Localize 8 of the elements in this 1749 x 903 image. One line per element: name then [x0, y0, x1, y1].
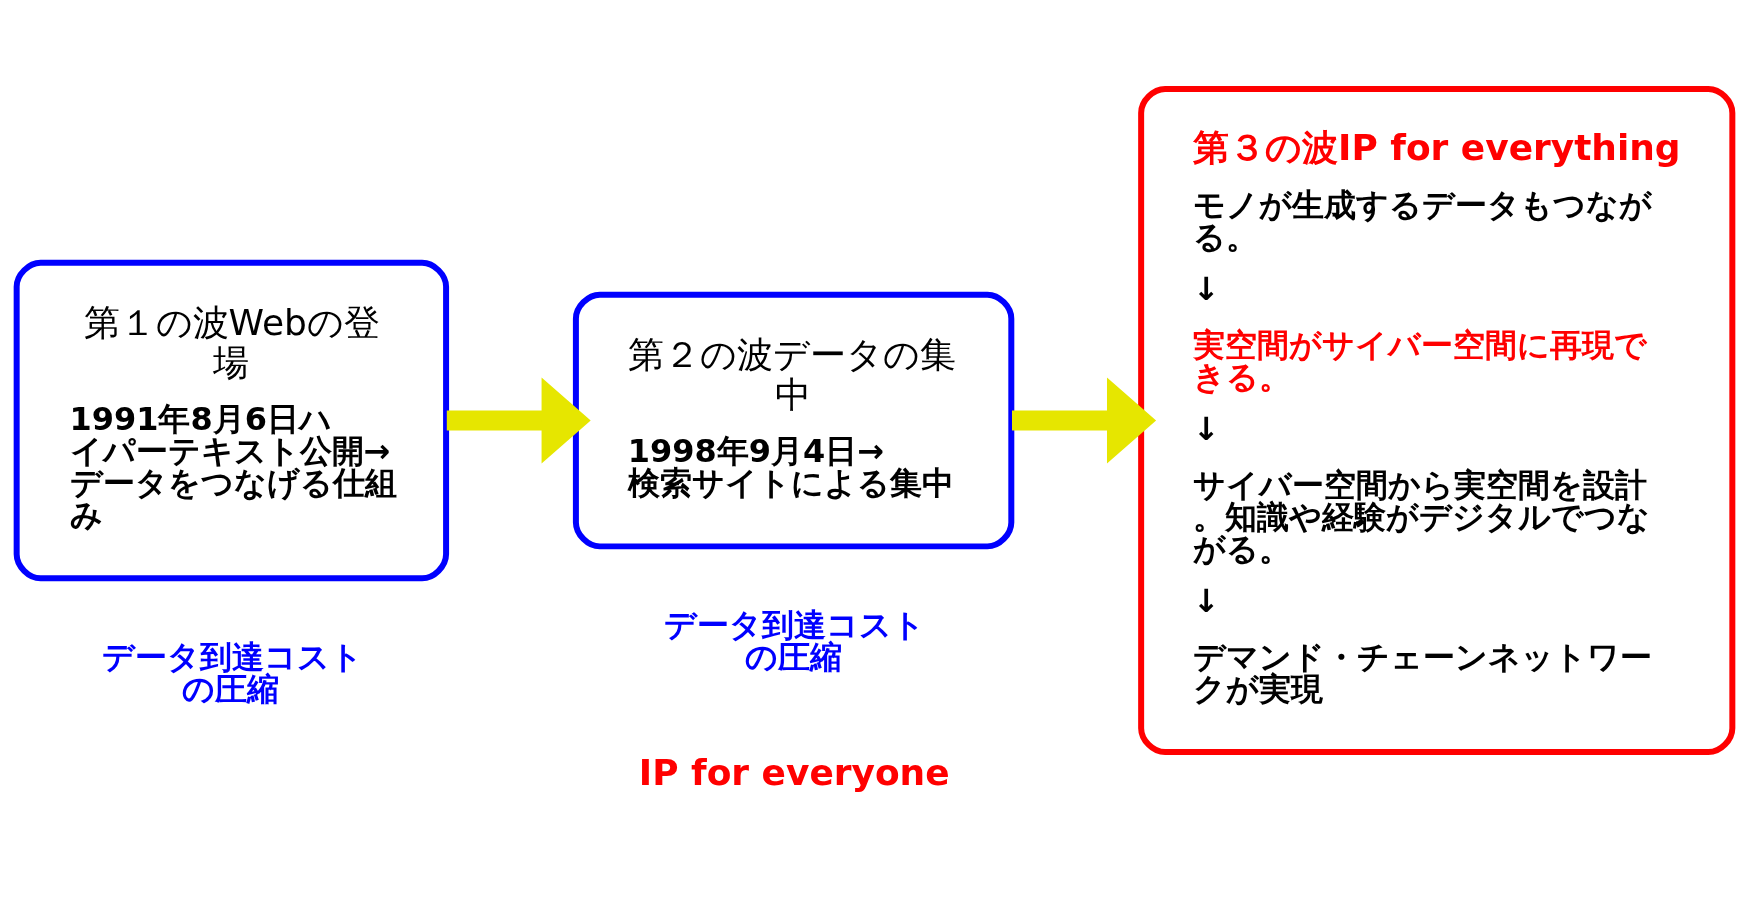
arrow — [1012, 377, 1157, 464]
node-box: 第３の波IP for everything モノが生成するデータもつながる。 ↓ 実空間がサイバー空間に再現できる。 ↓ サイバー空間から実空間を設計。知識や経験がデジタルでつながる。 ↓ デマンド・チェーンネットワークが実現 — [1138, 86, 1736, 756]
arrow — [446, 377, 591, 464]
node-label: データ到達コストの圧縮 — [663, 605, 925, 676]
label: IP for everyone — [638, 751, 950, 793]
node-box: 第１の波Webの登場 1991年8月6日ハイパーテキスト公開→データをつなげる仕組み — [13, 259, 450, 582]
node-box: 第２の波データの集中 1998年9月4日→検索サイトによる集中 — [572, 291, 1015, 550]
node-label: データ到達コストの圧縮 — [101, 637, 363, 708]
